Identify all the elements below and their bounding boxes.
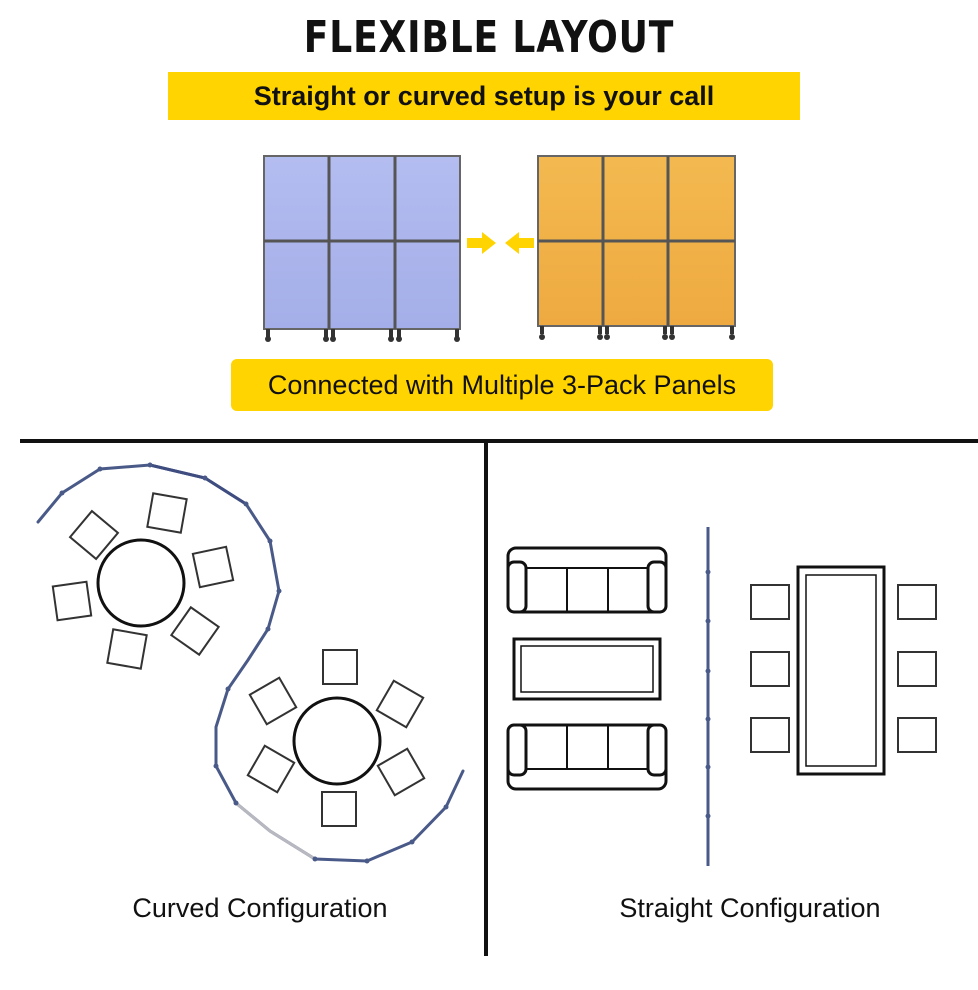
chair <box>106 628 148 670</box>
coffee-table <box>512 637 662 701</box>
chair <box>169 605 221 657</box>
subtitle-text: Straight or curved setup is your call <box>253 80 715 111</box>
floor-plans <box>36 462 937 866</box>
chair <box>897 584 937 620</box>
sofa <box>506 723 668 791</box>
chair <box>750 717 790 753</box>
chair <box>897 651 937 687</box>
chair <box>146 492 188 534</box>
conference-table <box>796 565 886 776</box>
subtitle-banner: Straight or curved setup is your call <box>168 72 800 120</box>
straight-configuration-label: Straight Configuration <box>619 893 881 923</box>
chair <box>321 791 357 827</box>
curved-configuration-label: Curved Configuration <box>132 893 388 923</box>
chair <box>897 717 937 753</box>
chair <box>51 580 93 622</box>
chair <box>375 679 425 729</box>
chair <box>248 676 298 726</box>
round-table <box>96 538 186 628</box>
chair <box>68 509 120 561</box>
chair <box>376 747 426 797</box>
chair <box>750 651 790 687</box>
round-table <box>292 696 382 786</box>
horizontal-divider <box>20 439 978 443</box>
chair <box>750 584 790 620</box>
connected-banner: Connected with Multiple 3-Pack Panels <box>231 359 773 411</box>
arrow-right-icon <box>467 232 496 254</box>
arrow-left-icon <box>505 232 534 254</box>
vertical-divider <box>484 441 488 956</box>
curved-floorplan <box>36 462 465 864</box>
connected-text: Connected with Multiple 3-Pack Panels <box>267 369 737 400</box>
chair <box>191 545 235 589</box>
page-title: FLEXIBLE LAYOUT <box>303 12 675 63</box>
panels-illustration <box>263 155 736 342</box>
orange-panel-set <box>537 155 736 340</box>
blue-panel-set <box>263 155 461 342</box>
sofa <box>506 546 668 614</box>
chair <box>322 649 358 685</box>
chair <box>246 744 296 794</box>
straight-floorplan <box>506 527 937 866</box>
